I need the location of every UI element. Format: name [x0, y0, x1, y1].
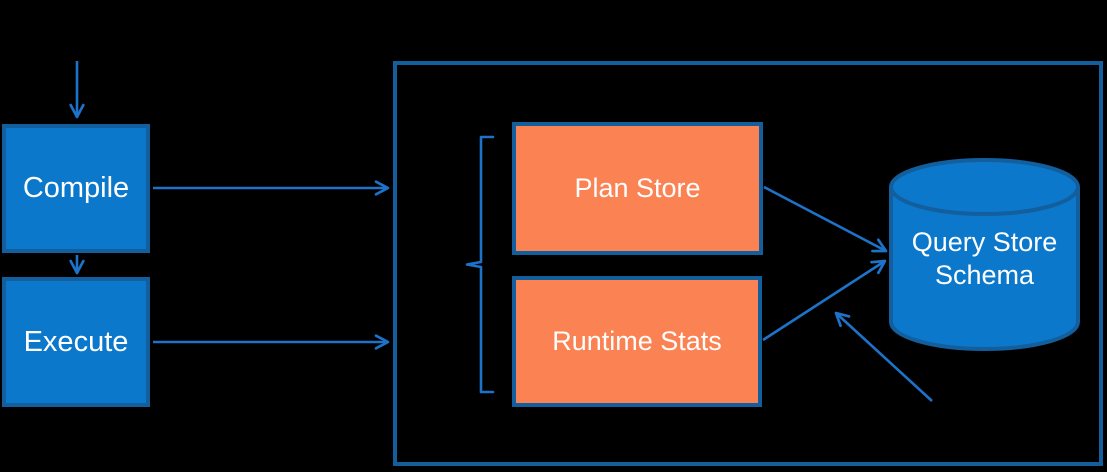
- compile-label: Compile: [22, 172, 130, 204]
- runtime-stats-label: Runtime Stats: [552, 326, 722, 356]
- execute-node: Execute: [2, 277, 150, 407]
- runtime-stats-node: Runtime Stats: [512, 276, 762, 407]
- query-store-schema-label: Query Store Schema: [911, 227, 1058, 290]
- query-store-container-box: [393, 61, 1103, 466]
- plan-store-node: Plan Store: [512, 122, 763, 255]
- execute-label: Execute: [23, 325, 129, 358]
- plan-store-label: Plan Store: [574, 173, 701, 203]
- compile-node: Compile: [2, 124, 150, 253]
